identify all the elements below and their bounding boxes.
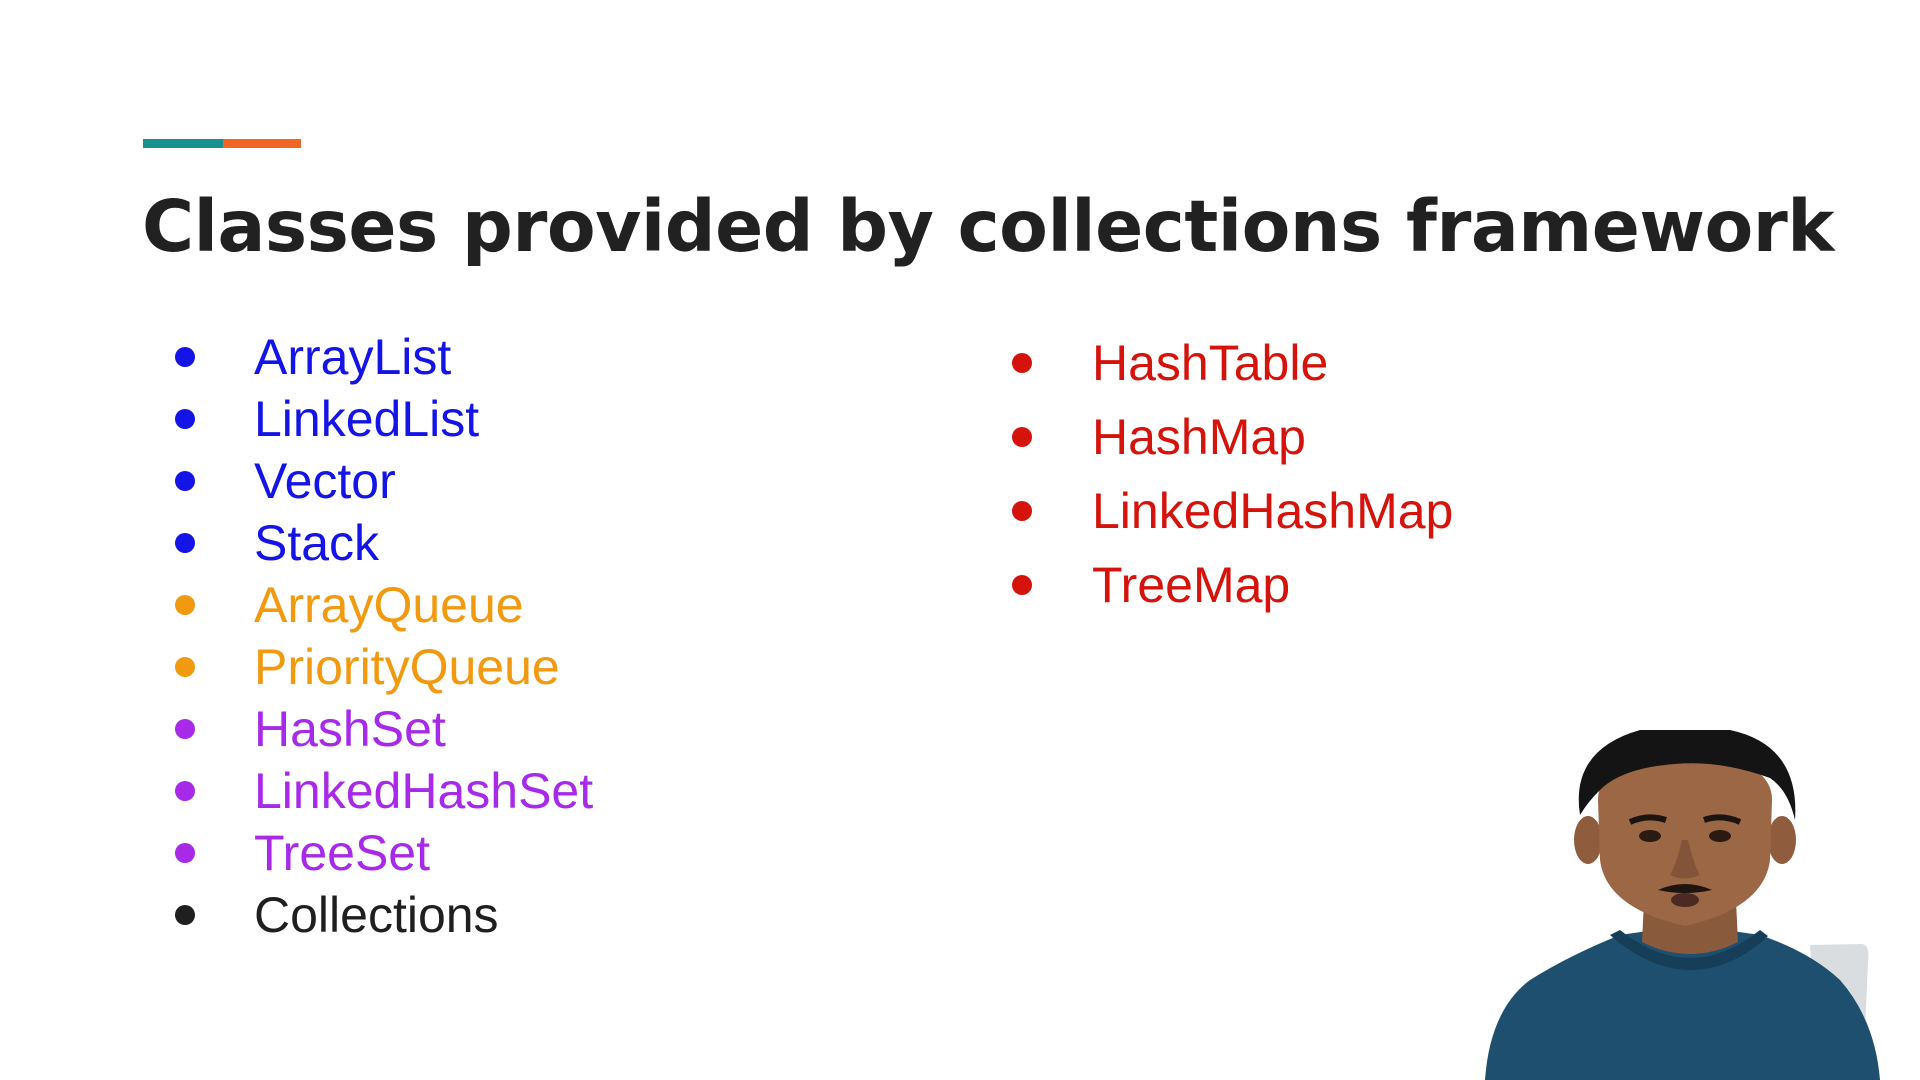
presenter-eye-right [1709, 830, 1731, 842]
presenter-image [1485, 730, 1880, 1080]
bullet-icon [175, 719, 195, 739]
presenter-eyebrow-right [1703, 814, 1742, 825]
presenter-moustache [1658, 884, 1712, 893]
list-item-linkedhashmap: LinkedHashMap [1012, 474, 1453, 548]
list-item-hashmap: HashMap [1012, 400, 1453, 474]
presenter-face [1598, 752, 1772, 926]
list-item-vector: Vector [175, 450, 593, 512]
list-item-label: Collections [254, 887, 499, 943]
list-item-label: ArrayList [254, 329, 452, 385]
list-item-label: LinkedHashMap [1092, 483, 1454, 539]
accent-bar [143, 139, 301, 148]
left-class-list: ArrayList LinkedList Vector Stack ArrayQ… [175, 326, 593, 946]
bullet-icon [175, 471, 195, 491]
presenter-hair [1578, 730, 1796, 820]
list-item-label: TreeSet [254, 825, 431, 881]
list-item-label: HashTable [1092, 335, 1329, 391]
presenter-eyebrow-left [1628, 814, 1667, 825]
list-item-label: Stack [254, 515, 380, 571]
list-item-label: Vector [254, 453, 396, 509]
presenter-collar [1610, 930, 1768, 970]
bullet-icon [175, 905, 195, 925]
right-class-list: HashTable HashMap LinkedHashMap TreeMap [1012, 326, 1453, 622]
list-item-label: ArrayQueue [254, 577, 524, 633]
list-item-priorityqueue: PriorityQueue [175, 636, 593, 698]
list-item-stack: Stack [175, 512, 593, 574]
accent-bar-teal [143, 139, 223, 148]
list-item-label: HashSet [254, 701, 446, 757]
presenter-shirt [1485, 925, 1880, 1080]
presenter-nose [1670, 840, 1700, 879]
presenter-eye-left [1639, 830, 1661, 842]
list-item-treemap: TreeMap [1012, 548, 1453, 622]
presenter-webcam-overlay [1470, 730, 1920, 1080]
list-item-label: PriorityQueue [254, 639, 560, 695]
list-item-arrayqueue: ArrayQueue [175, 574, 593, 636]
list-item-linkedhashset: LinkedHashSet [175, 760, 593, 822]
bullet-icon [175, 533, 195, 553]
bullet-icon [1012, 575, 1032, 595]
bullet-icon [175, 409, 195, 429]
bullet-icon [1012, 427, 1032, 447]
list-item-linkedlist: LinkedList [175, 388, 593, 450]
bullet-icon [175, 657, 195, 677]
bullet-icon [175, 843, 195, 863]
list-item-label: LinkedHashSet [254, 763, 594, 819]
list-item-arraylist: ArrayList [175, 326, 593, 388]
list-item-label: TreeMap [1092, 557, 1291, 613]
list-item-collections: Collections [175, 884, 593, 946]
presenter-ear-left [1574, 816, 1602, 864]
presenter-ear-right [1768, 816, 1796, 864]
slide-title: Classes provided by collections framewor… [142, 185, 1835, 268]
list-item-hashtable: HashTable [1012, 326, 1453, 400]
bullet-icon [1012, 353, 1032, 373]
accent-bar-orange [223, 139, 301, 148]
list-item-hashset: HashSet [175, 698, 593, 760]
list-item-label: HashMap [1092, 409, 1306, 465]
bullet-icon [175, 781, 195, 801]
bullet-icon [175, 595, 195, 615]
bullet-icon [175, 347, 195, 367]
list-item-label: LinkedList [254, 391, 480, 447]
list-item-treeset: TreeSet [175, 822, 593, 884]
presenter-mouth [1671, 893, 1699, 907]
bullet-icon [1012, 501, 1032, 521]
